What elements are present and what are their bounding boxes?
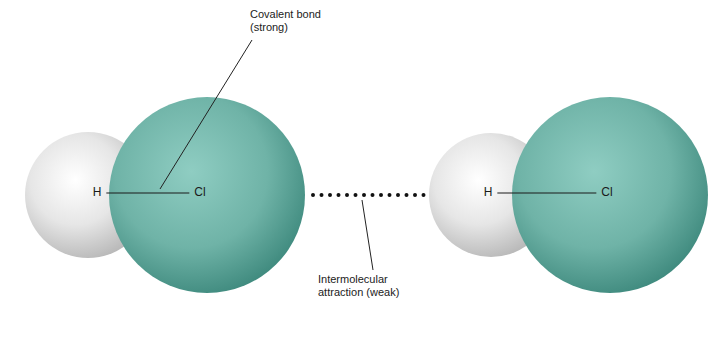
- chlorine-atom: Cl: [512, 97, 708, 293]
- hydrogen-atom: H: [25, 132, 151, 258]
- chlorine-atom: Cl: [109, 97, 305, 293]
- intermolecular-attraction: [313, 195, 425, 196]
- leader-line: [362, 200, 373, 270]
- element-symbol: H: [93, 186, 102, 199]
- bond-label: Covalent bond (strong): [250, 8, 334, 34]
- attraction-label: Intermolecular attraction (weak): [318, 273, 426, 299]
- covalent-bond: [497, 193, 596, 194]
- element-symbol: Cl: [194, 186, 205, 199]
- element-symbol: H: [484, 186, 493, 199]
- chlorine-sphere: [512, 97, 708, 293]
- chlorine-sphere: [109, 97, 305, 293]
- hydrogen-atom: H: [429, 133, 553, 257]
- covalent-bond: [106, 193, 189, 194]
- leader-line: [160, 40, 252, 189]
- element-symbol: Cl: [601, 186, 612, 199]
